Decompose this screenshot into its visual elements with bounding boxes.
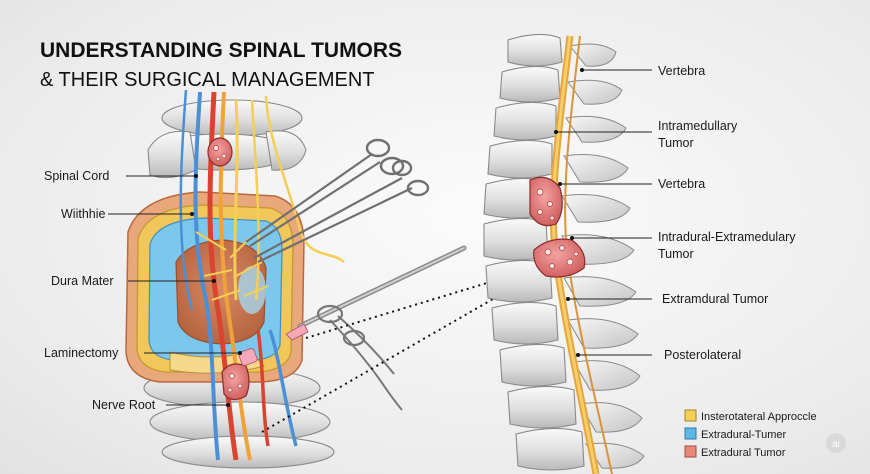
surgical-probe	[285, 245, 467, 341]
legend-swatch-red	[684, 445, 697, 458]
label-posterolateral: Posterolateral	[664, 348, 741, 362]
legend-label-3: Extradural Tumor	[701, 447, 786, 459]
artery-lower	[256, 329, 270, 447]
legend-label-1: Insterotateral Approccle	[701, 411, 817, 423]
cross-section-illustration	[125, 89, 467, 469]
watermark-text: ai	[832, 439, 840, 450]
legend: Insterotateral Approccle Extradural-Tume…	[684, 409, 817, 459]
nerve-strand-2	[250, 99, 260, 301]
spinous-processes	[561, 43, 645, 469]
vertebral-bodies	[483, 33, 585, 471]
surgical-scissors	[245, 138, 405, 247]
right-leaders	[554, 68, 652, 357]
label-spinal-cord: Spinal Cord	[44, 169, 109, 183]
nerve-strand-1	[233, 99, 239, 301]
tumor-intradural-column	[533, 238, 586, 278]
spine-column-illustration	[483, 33, 645, 474]
legend-label-2: Extradural-Tumer	[701, 429, 787, 441]
transverse-process-left	[147, 130, 197, 179]
title-line-1: UNDERSTANDING SPINAL TUMORS	[40, 39, 402, 62]
label-nerve-root: Nerve Root	[92, 398, 156, 412]
label-extradural: Extramdural Tumor	[662, 292, 768, 306]
label-vertebra-top: Vertebra	[658, 64, 705, 78]
retractor-tip	[238, 348, 258, 366]
surgical-clamp	[316, 304, 403, 411]
label-intramedullary-line2: Tumor	[658, 136, 694, 150]
nerve-rootlets	[195, 231, 269, 301]
tumor-intramedullary-column	[529, 176, 563, 227]
label-intradural-line2: Tumor	[658, 247, 694, 261]
vein-branch	[179, 89, 194, 311]
label-intradural-line1: Intradural-Extramedulary	[658, 230, 796, 244]
watermark-badge: ai	[826, 433, 846, 453]
label-vertebra-mid: Vertebra	[658, 177, 705, 191]
nerve-branch-right	[264, 95, 345, 264]
inner-csf-patch	[238, 266, 266, 314]
surgical-forceps	[253, 159, 430, 263]
label-laminectomy: Laminectomy	[44, 346, 119, 360]
label-withhie: Wiithhie	[61, 207, 106, 221]
dotted-connector-arrows	[261, 271, 516, 433]
label-intramedullary-line1: Intramedullary	[658, 119, 738, 133]
legend-swatch-blue	[684, 427, 697, 440]
vein-left	[193, 91, 220, 461]
left-leaders	[108, 174, 242, 407]
tumor-small-top	[207, 137, 233, 167]
label-dura-mater: Dura Mater	[51, 274, 114, 288]
tumor-laminectomy	[221, 363, 250, 401]
legend-swatch-yellow	[684, 409, 697, 422]
title-line-2: & THEIR SURGICAL MANAGEMENT	[40, 69, 375, 91]
vein-lower-right	[268, 329, 298, 447]
